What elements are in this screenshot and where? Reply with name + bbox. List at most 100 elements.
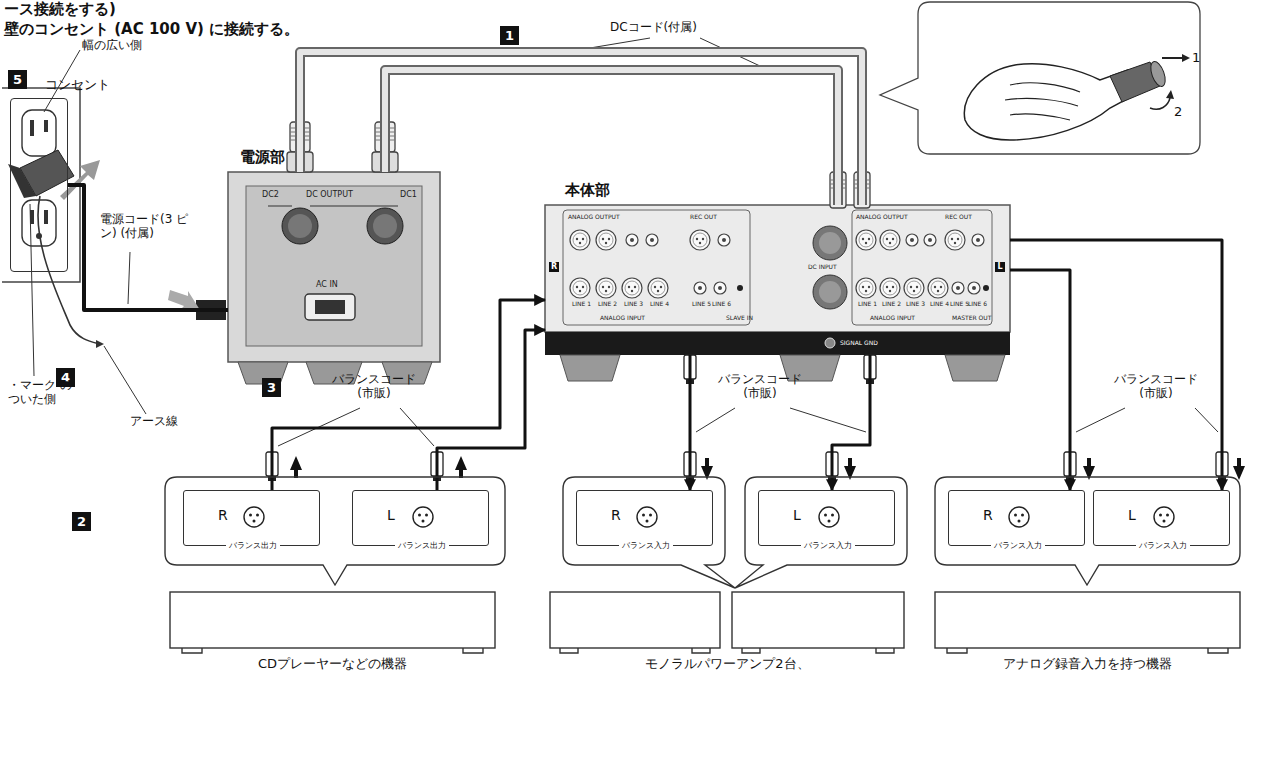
jack-label: バランス入力 [801,541,855,551]
balanced-cord [437,330,545,490]
callout-number: 1 [500,26,519,45]
jack-label: バランス入力 [619,541,673,551]
channel-label: L [387,507,395,524]
panel-marking: LINE 2 [882,300,901,307]
panel-marking: ANALOG OUTPUT [856,213,908,220]
wall-outlet: コンセント [10,98,68,272]
panel-marking: REC OUT [945,213,972,220]
panel-marking: LINE 4 [650,300,669,307]
jack-label: バランス入力 [991,541,1045,551]
heading-note: 壁のコンセント (AC 100 V) に接続する。 [4,20,299,38]
jack-box: Lバランス入力 [1093,490,1230,546]
cable-label: バランスコード (市販) [1108,372,1204,401]
part-label: 電源コード(3 ピン) (付属) [100,212,200,241]
panel-marking: DC INPUT [808,263,837,270]
panel-marking: LINE 1 [858,300,877,307]
panel-marking: AC IN [316,280,338,290]
power-cord [68,185,228,310]
panel-marking: LINE 6 [968,300,987,307]
callout-bubble: Rバランス入力Lバランス入力 [935,477,1240,565]
part-label: 幅の広い側 [82,38,142,52]
channel-label: L [793,507,801,524]
jack-label: バランス出力 [226,541,280,551]
callout-number: 2 [72,512,91,531]
xlr-jack-symbol [242,505,266,529]
panel-marking: DC1 [400,190,417,200]
device-name: モノラルパワーアンプ2台、 [550,656,905,672]
unit-box: 電源部 [228,172,440,362]
channel-badge: R [549,262,559,272]
step-number: 2 [1174,104,1182,120]
jack-box: Lバランス入力 [758,490,895,546]
outlet-name: コンセント [45,77,110,93]
jack-box: Rバランス入力 [948,490,1085,546]
device-boxes [170,592,1240,653]
unit-name: 電源部 [240,148,285,166]
bubble-outline [935,477,1261,605]
channel-label: R [983,507,993,524]
xlr-jack-symbol [817,505,841,529]
unit-name: 本体部 [565,181,610,199]
part-label: ・マーク のついた側 [8,378,78,407]
xlr-jack-symbol [1152,505,1176,529]
callout-bubble: Rバランス出力Lバランス出力 [165,477,505,565]
bubble-path [165,477,505,585]
main-unit-art [545,172,1010,384]
channel-badge: L [995,262,1005,272]
callout-bubble: L バランス入力 [745,477,907,565]
panel-marking: ANALOG OUTPUT [568,213,620,220]
panel-marking: REC OUT [690,213,717,220]
panel-marking: SLAVE IN [726,314,753,321]
panel-marking: SIGNAL GND [840,339,878,346]
xlr-jack-symbol [411,505,435,529]
jack-box: Rバランス出力 [183,490,320,546]
dc-cord [300,52,862,205]
panel-marking: LINE 4 [930,300,949,307]
heading-note: ース接続をする) [4,0,116,18]
channel-label: R [218,507,228,524]
balanced-cord [689,355,692,490]
jack-box: Lバランス出力 [352,490,489,546]
callout-number: 3 [262,378,281,397]
dc-cord-core [300,52,862,205]
panel-marking: LINE 2 [598,300,617,307]
device-name: アナログ録音入力を持つ機器 [935,656,1240,672]
panel-marking: LINE 1 [572,300,591,307]
unit-box: 本体部 [545,205,1010,355]
channel-label: L [1128,507,1136,524]
balanced-cord [1010,270,1070,490]
panel-marking: ANALOG INPUT [600,314,645,321]
device-name: CDプレーヤーなどの機器 [170,656,495,672]
channel-label: R [611,507,621,524]
balanced-cord [272,300,545,490]
bubble-path [563,477,735,588]
jack-label: バランス入力 [1136,541,1190,551]
panel-marking: LINE 3 [906,300,925,307]
panel-marking: LINE 5 [692,300,711,307]
panel-marking: MASTER OUT [952,314,991,321]
xlr-jack-symbol [1007,505,1031,529]
panel-marking: LINE 3 [624,300,643,307]
xlr-jack-symbol [635,505,659,529]
callout-number: 5 [8,70,27,89]
jack-box: Rバランス入力 [576,490,713,546]
panel-marking: ANALOG INPUT [870,314,915,321]
part-label: アース線 [130,414,178,428]
step-number: 1 [1192,50,1200,66]
balanced-cord [1010,240,1222,490]
balanced-cord [832,355,870,490]
dc-cord-core [385,70,838,205]
dc-cord [385,70,838,205]
bubble-path [935,477,1240,585]
part-label: DCコード(付属) [610,20,697,34]
panel-marking: LINE 5 [950,300,969,307]
bubble-path [735,477,907,588]
jack-label: バランス出力 [395,541,449,551]
cable-label: バランスコード (市販) [326,372,422,401]
panel-marking: DC2 [262,190,279,200]
panel-marking: LINE 6 [712,300,731,307]
leader-lines [30,38,1218,446]
